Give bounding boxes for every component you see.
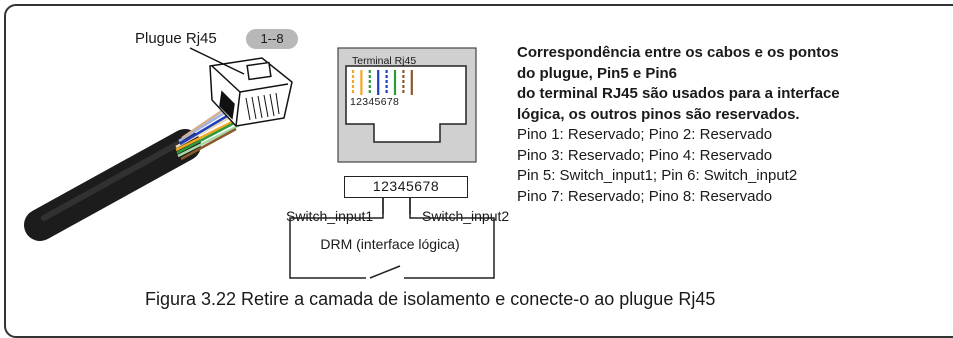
pin-number-strip: 12345678	[344, 176, 468, 198]
pin-range-badge: 1--8	[246, 29, 298, 49]
drm-label: DRM (interface lógica)	[320, 236, 460, 252]
pin-assignment-line: Pino 1: Reservado; Pino 2: Reservado	[517, 126, 773, 143]
pin-assignment-line: Pin 5: Switch_input1; Pin 6: Switch_inpu…	[517, 167, 798, 184]
pin-assignment-line: Pino 7: Reservado; Pino 8: Reservado	[517, 187, 773, 205]
pin-assignment-line: Pino 3: Reservado; Pino 4: Reservado	[517, 146, 773, 164]
description-heading-line: Correspondência entre os cabos e os pont…	[517, 44, 839, 61]
switch-input1-label: Switch_input1	[286, 208, 374, 224]
description-heading-line: do terminal RJ45 são usados para a inter…	[517, 85, 840, 102]
rj45-wiring-diagram	[24, 47, 495, 279]
description-heading-line: do plugue, Pin5 e Pin6	[517, 64, 678, 82]
pin-description: Correspondência entre os cabos e os pont…	[517, 43, 953, 207]
plug-label: Plugue Rj45	[135, 30, 217, 47]
rj45-terminal-jack	[337, 47, 477, 163]
terminal-title: Terminal Rj45	[352, 55, 417, 67]
description-heading-line: lógica, os outros pinos são reservados.	[517, 105, 800, 123]
drm-circuit-lines	[289, 198, 495, 279]
rj45-plug-illustration	[209, 57, 293, 127]
cable-illustration	[24, 102, 241, 241]
terminal-pin-numbers: 12345678	[350, 96, 400, 108]
figure-caption: Figura 3.22 Retire a camada de isolament…	[145, 289, 716, 309]
switch-input2-label: Switch_input2	[422, 208, 510, 224]
plug-leader-line	[189, 47, 245, 75]
